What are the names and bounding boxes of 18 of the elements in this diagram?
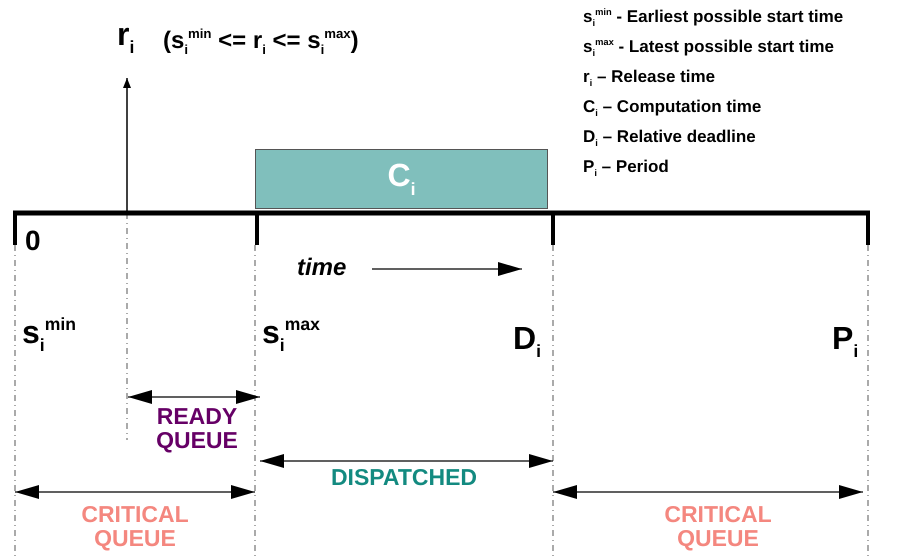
- definition-text: s$_{i}$$^{min}$ - Earliest possible start time: [583, 8, 844, 29]
- bar-label: C$_{i}$: [388, 159, 416, 199]
- interval-label: DISPATCHED: [330, 465, 478, 490]
- axis-label: r$_{i}$: [117, 18, 134, 56]
- interval-label: CRITICAL QUEUE: [663, 502, 773, 550]
- definition-text: D$_{i}$ – Relative deadline: [583, 128, 756, 149]
- definition-text: P$_{i}$ – Period: [583, 158, 669, 179]
- definition-text: C$_{i}$ – Computation time: [583, 98, 762, 119]
- definition-text: s$_{i}$$^{max}$ - Latest possible start time: [583, 38, 834, 59]
- interval-label: CRITICAL QUEUE: [80, 502, 190, 550]
- tick-label: 0: [25, 226, 41, 256]
- interval-label: READY QUEUE: [155, 404, 239, 452]
- axis-title: time: [297, 255, 346, 280]
- definition-text: r$_{i}$ – Release time: [583, 68, 716, 89]
- computation-time-bar: [255, 149, 548, 209]
- time-point-label: P$_{i}$: [832, 322, 858, 360]
- constraint-text: (s$_{i}$$^{min}$ <= r$_{i}$ <= s$_{i}$$^{max}$): [163, 27, 359, 57]
- time-point-label: D$_{i}$: [513, 322, 541, 360]
